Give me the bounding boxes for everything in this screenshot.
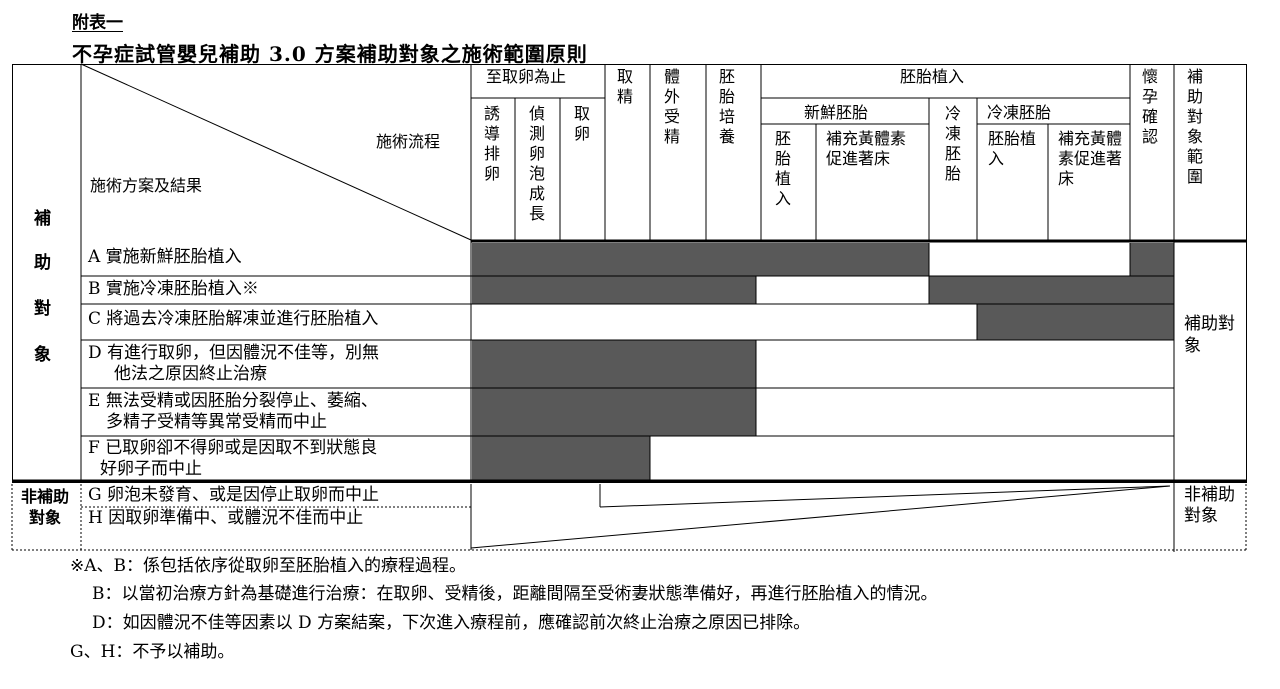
row-h-label: H 因取卵準備中、或體況不佳而中止 — [88, 508, 364, 528]
row-a-fill-1 — [472, 243, 929, 276]
subsidy-scope-header: 補助對象範圍 — [1186, 67, 1203, 186]
frozen-luteal-header: 補充黃體素促進著床 — [1058, 129, 1123, 188]
row-c-label: C 將過去冷凍胚胎解凍並進行胚胎植入 — [88, 309, 379, 329]
egg-retrieval-header: 取卵 — [573, 104, 590, 143]
side-non-subsidized: 非補助對象 — [20, 487, 69, 527]
row-e-label-2: 多精子受精等異常受精而中止 — [106, 412, 327, 432]
process-label: 施術流程 — [376, 132, 441, 151]
freeze-embryo-header: 冷凍胚胎 — [944, 104, 961, 183]
plan-label: 施術方案及結果 — [90, 176, 203, 195]
row-g-label: G 卵泡未發育、或是因停止取卵而中止 — [88, 485, 379, 505]
row-c-fill — [977, 304, 1174, 340]
row-a-label: A 實施新鮮胚胎植入 — [88, 247, 242, 267]
note-3: D：如因體況不佳等因素以 D 方案結案，下次進入療程前，應確認前次終止治療之原因… — [92, 613, 811, 633]
fresh-transfer-header: 胚胎植入 — [774, 129, 791, 208]
appendix-label: 附表一 — [72, 13, 123, 33]
row-f-label-1: F 已取卵卻不得卵或是因取不到狀態良 — [88, 438, 378, 458]
sperm-retrieval-header: 取精 — [616, 67, 633, 106]
monitor-follicle-header: 偵測卵泡成長 — [528, 104, 545, 223]
frozen-transfer-header: 胚胎植入 — [988, 129, 1037, 168]
side-subsidized-4: 象 — [34, 345, 51, 365]
pregnancy-confirm-header: 懷孕確認 — [1141, 67, 1158, 146]
page-title: 不孕症試管嬰兒補助 3.0 方案補助對象之施術範圍原則 — [72, 42, 588, 66]
side-subsidized-1: 補 — [34, 209, 51, 229]
scope-subsidized: 補助對象 — [1184, 314, 1235, 356]
embryo-transfer-header: 胚胎植入 — [900, 67, 965, 86]
row-b-label: B 實施冷凍胚胎植入※ — [88, 279, 259, 299]
fresh-luteal-header: 補充黃體素促進著床 — [826, 129, 907, 168]
side-subsidized-3: 對 — [34, 299, 51, 319]
row-f-fill — [472, 436, 650, 482]
row-d-label-2: 他法之原因終止治療 — [114, 364, 267, 384]
scope-non-subsidized: 非補助對象 — [1184, 485, 1235, 526]
row-a-fill-2 — [1130, 243, 1174, 276]
note-1: ※A、B：係包括依序從取卵至胚胎植入的療程過程。 — [70, 556, 467, 576]
note-2: B：以當初治療方針為基礎進行治療：在取卵、受精後，距離間隔至受術妻狀態準備好，再… — [92, 584, 938, 604]
row-b-fill-2 — [929, 276, 1174, 304]
note-4: G、H：不予以補助。 — [70, 642, 235, 662]
fresh-embryo-header: 新鮮胚胎 — [804, 103, 869, 122]
frozen-embryo-header: 冷凍胚胎 — [987, 103, 1052, 122]
ivf-header: 體外受精 — [663, 67, 680, 146]
row-f-label-2: 好卵子而中止 — [100, 459, 202, 479]
side-subsidized-2: 助 — [34, 253, 51, 273]
induce-ovulation-header: 誘導排卵 — [483, 104, 500, 183]
embryo-culture-header: 胚胎培養 — [718, 67, 735, 146]
row-d-label-1: D 有進行取卵，但因體況不佳等，別無 — [88, 343, 380, 363]
row-b-fill-1 — [472, 276, 756, 304]
row-e-label-1: E 無法受精或因胚胎分裂停止、萎縮、 — [88, 391, 378, 411]
until-retrieval-header: 至取卵為止 — [486, 67, 567, 86]
